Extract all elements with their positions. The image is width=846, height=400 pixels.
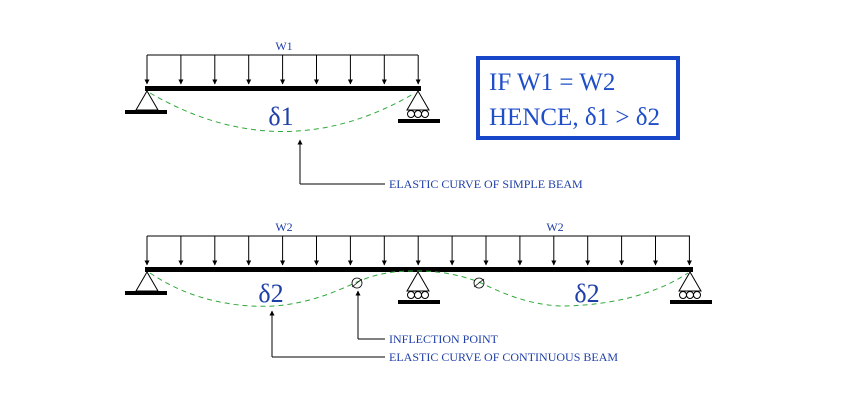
continuous-beam-member — [145, 267, 693, 272]
inflection-caption: INFLECTION POINT — [389, 332, 499, 346]
simple-curve-caption: ELASTIC CURVE OF SIMPLE BEAM — [389, 177, 583, 191]
continuous-load-arrows — [144, 236, 692, 266]
simple-beam: W1 δ1 ELASTIC CURVE OF SIMPLE BEAM — [125, 39, 583, 191]
conclusion-box: IF W1 = W2 HENCE, δ1 > δ2 — [476, 56, 680, 140]
continuous-curve-leader — [269, 310, 385, 358]
simple-deflection-label: δ1 — [268, 102, 293, 131]
simple-load-arrows — [144, 55, 421, 85]
inflection-leader — [355, 290, 385, 340]
continuous-load-label-right: W2 — [546, 220, 563, 234]
continuous-load-label-left: W2 — [275, 220, 292, 234]
conclusion-line-2: HENCE, δ1 > δ2 — [489, 104, 660, 131]
simple-load-label: W1 — [275, 39, 292, 53]
inflection-point-marker-left — [351, 277, 363, 289]
continuous-deflection-label-left: δ2 — [258, 279, 283, 308]
simple-beam-member — [145, 86, 421, 91]
simple-pin-support — [125, 90, 167, 114]
simple-roller-support — [398, 90, 440, 123]
continuous-pin-support — [125, 271, 167, 295]
continuous-deflection-label-right: δ2 — [574, 279, 599, 308]
continuous-beam: W2 W2 δ2 δ2 — [125, 220, 712, 364]
continuous-middle-roller-support — [398, 271, 440, 304]
continuous-right-roller-support — [670, 271, 712, 304]
conclusion-line-1: IF W1 = W2 — [489, 69, 615, 96]
simple-curve-leader — [297, 139, 385, 185]
continuous-elastic-curve — [149, 270, 689, 307]
simple-elastic-curve — [149, 92, 416, 132]
continuous-curve-caption: ELASTIC CURVE OF CONTINUOUS BEAM — [389, 350, 618, 364]
inflection-point-marker-right — [473, 277, 485, 289]
